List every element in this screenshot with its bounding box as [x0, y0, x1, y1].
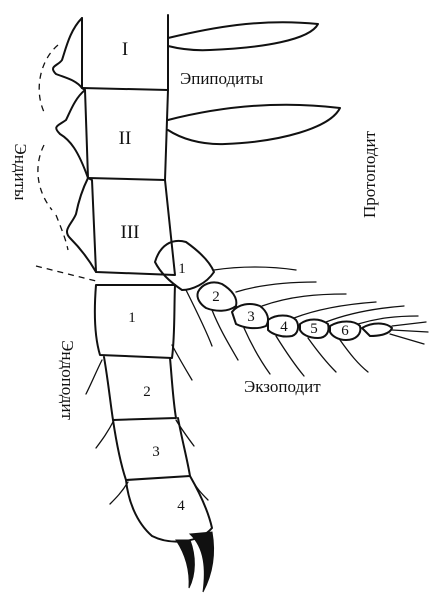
segment-label-ii: II — [119, 128, 132, 149]
exopodite-segment-3: 3 — [247, 309, 255, 325]
endopodite-segment-4: 4 — [177, 498, 185, 514]
protopodite-segment-labels: I II III — [119, 39, 140, 243]
endopodite-segment-1: 1 — [128, 310, 136, 326]
endites-bracket — [36, 45, 100, 282]
exopodite — [155, 241, 428, 376]
exopodite-segment-5: 5 — [310, 321, 318, 337]
exopodite-segment-2: 2 — [212, 289, 220, 305]
label-endopodite: Эндоподит — [58, 340, 77, 420]
endopodite-segment-2: 2 — [143, 384, 151, 400]
label-epipodites: Эпиподиты — [180, 69, 264, 88]
exopodite-segment-6: 6 — [341, 323, 349, 339]
segment-label-i: I — [122, 39, 128, 60]
protopodite — [53, 15, 175, 275]
endopodite-segment-3: 3 — [152, 444, 160, 460]
label-protopodite: Протоподит — [360, 130, 379, 218]
endopodite — [86, 285, 214, 592]
segment-label-iii: III — [121, 222, 140, 243]
exopodite-segment-4: 4 — [280, 319, 288, 335]
endopodite-segment-labels: 1 2 3 4 — [128, 310, 185, 514]
label-exopodite: Экзоподит — [244, 377, 321, 396]
label-endites: Эндиты — [11, 144, 30, 201]
exopodite-segment-1: 1 — [178, 261, 186, 277]
